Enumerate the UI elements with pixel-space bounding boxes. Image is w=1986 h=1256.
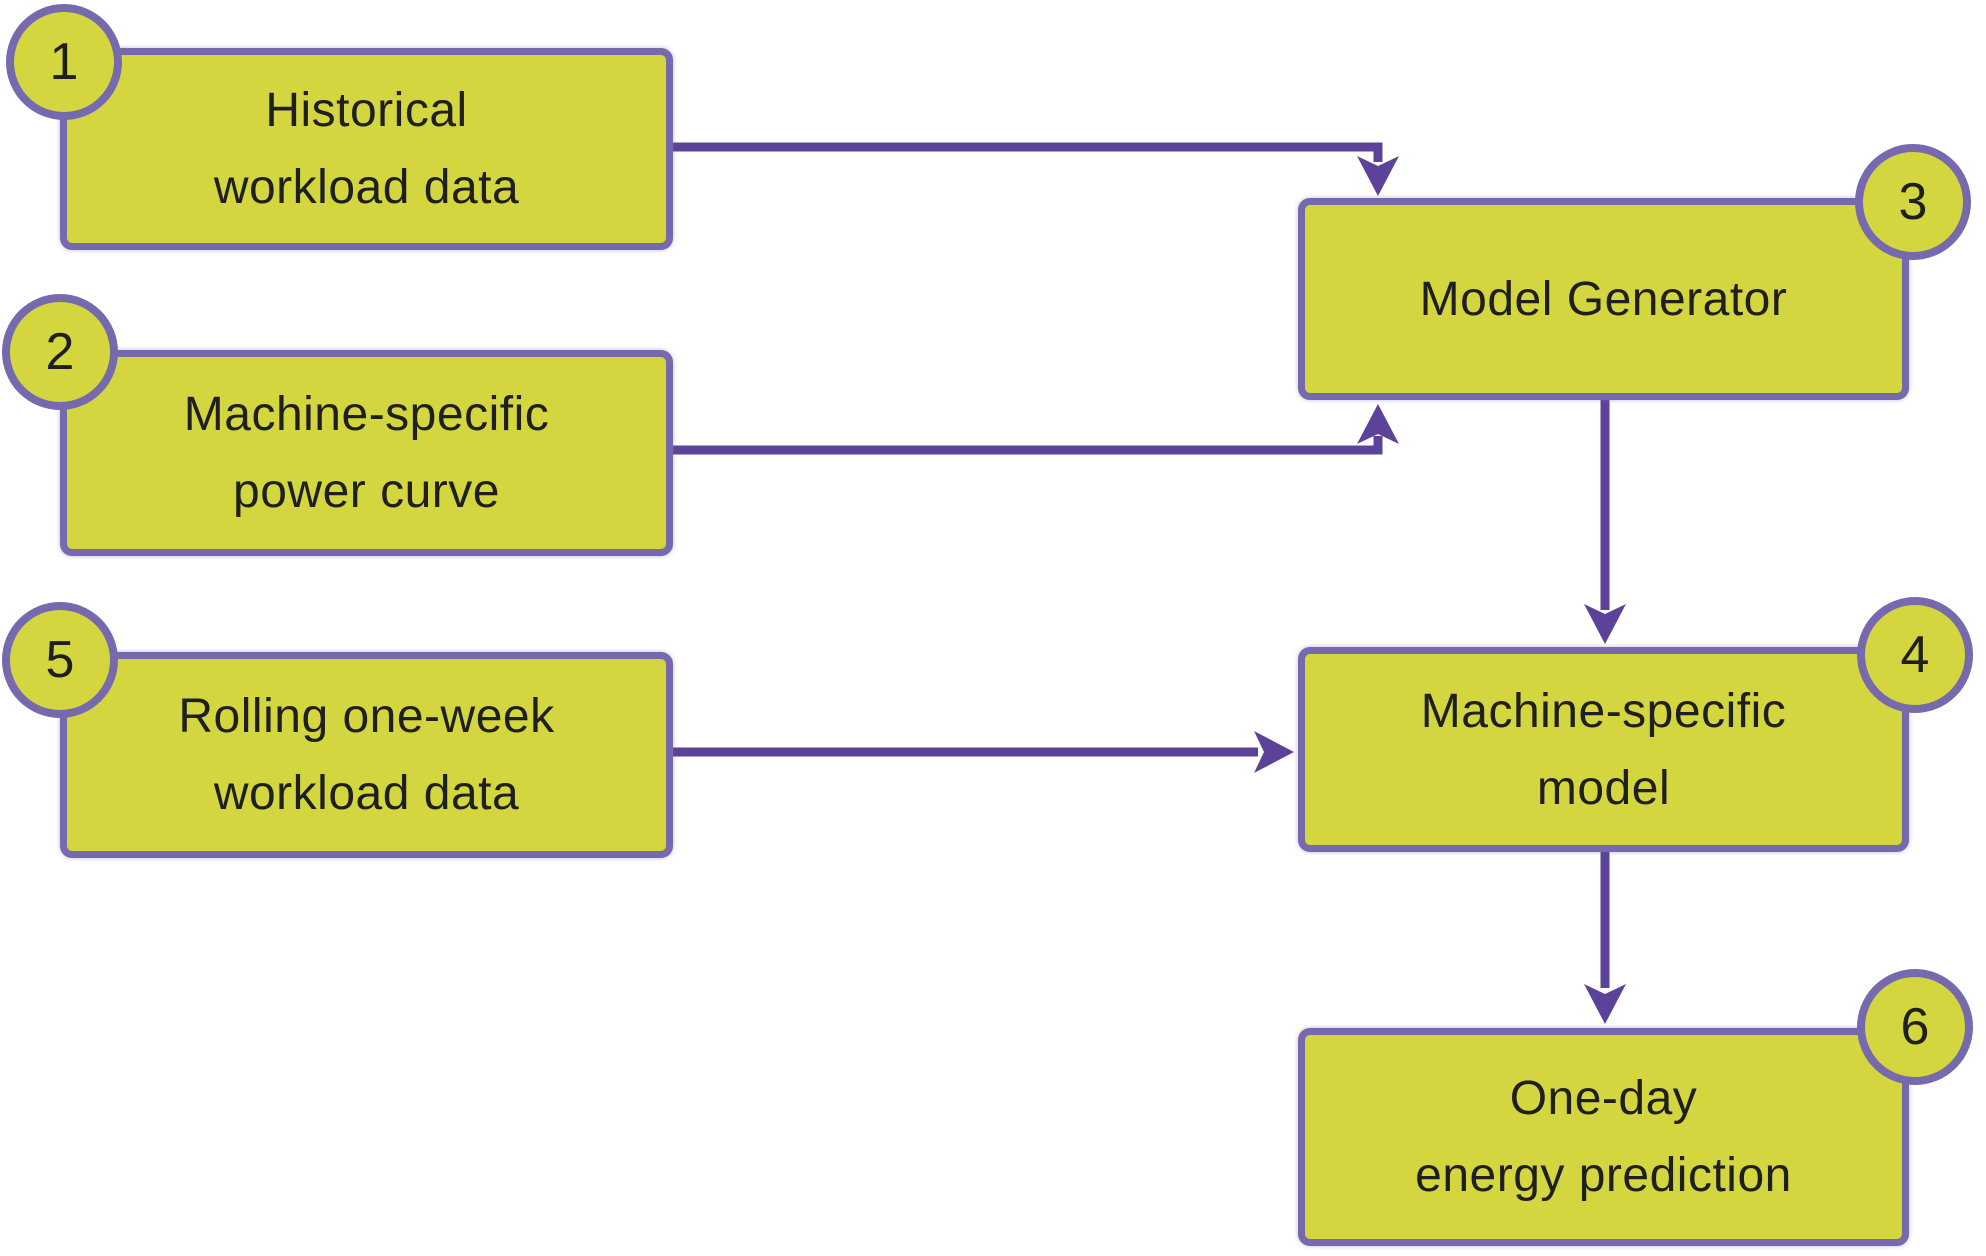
- arrow-model-generator-to-machine-model: [1584, 400, 1626, 644]
- node-label-line: power curve: [233, 465, 500, 518]
- arrow-machine-model-to-energy-prediction: [1584, 852, 1626, 1024]
- node-label-line: Machine-specific: [1420, 684, 1787, 738]
- arrowhead-down-icon: [1357, 156, 1399, 196]
- node-model-generator: Model Generator: [1298, 198, 1909, 400]
- step-badge-5: 5: [2, 602, 118, 718]
- arrowhead-up-icon: [1357, 404, 1399, 444]
- node-label-line: Model Generator: [1419, 272, 1788, 326]
- arrowhead-down-icon: [1584, 604, 1626, 644]
- arrowhead-right-icon: [1254, 731, 1294, 773]
- step-badge-3: 3: [1855, 144, 1971, 260]
- node-label-line: One-day: [1509, 1072, 1698, 1125]
- node-label-line: workload data: [213, 767, 520, 820]
- node-label-line: Rolling one-week: [178, 690, 555, 743]
- node-historical-workload-data: Historical workload data: [60, 48, 673, 250]
- arrow-historical-to-model-generator: [673, 142, 1399, 196]
- step-badge-6: 6: [1857, 969, 1973, 1085]
- node-label-line: model: [1536, 761, 1671, 815]
- node-label-line: workload data: [213, 161, 520, 214]
- arrowhead-down-icon: [1584, 984, 1626, 1024]
- node-one-day-energy-prediction: One-day energy prediction: [1298, 1028, 1909, 1246]
- node-rolling-one-week-workload-data: Rolling one-week workload data: [60, 652, 673, 858]
- arrow-power-curve-to-model-generator: [673, 404, 1399, 455]
- node-label-line: Machine-specific: [183, 388, 550, 441]
- node-machine-specific-power-curve: Machine-specific power curve: [60, 350, 673, 556]
- node-label-line: Historical: [265, 84, 468, 137]
- node-label-line: energy prediction: [1415, 1149, 1792, 1202]
- step-badge-1: 1: [6, 4, 122, 120]
- arrow-rolling-week-to-machine-model: [673, 731, 1294, 773]
- node-machine-specific-model: Machine-specific model: [1298, 647, 1909, 852]
- step-badge-2: 2: [2, 294, 118, 410]
- step-badge-4: 4: [1857, 597, 1973, 713]
